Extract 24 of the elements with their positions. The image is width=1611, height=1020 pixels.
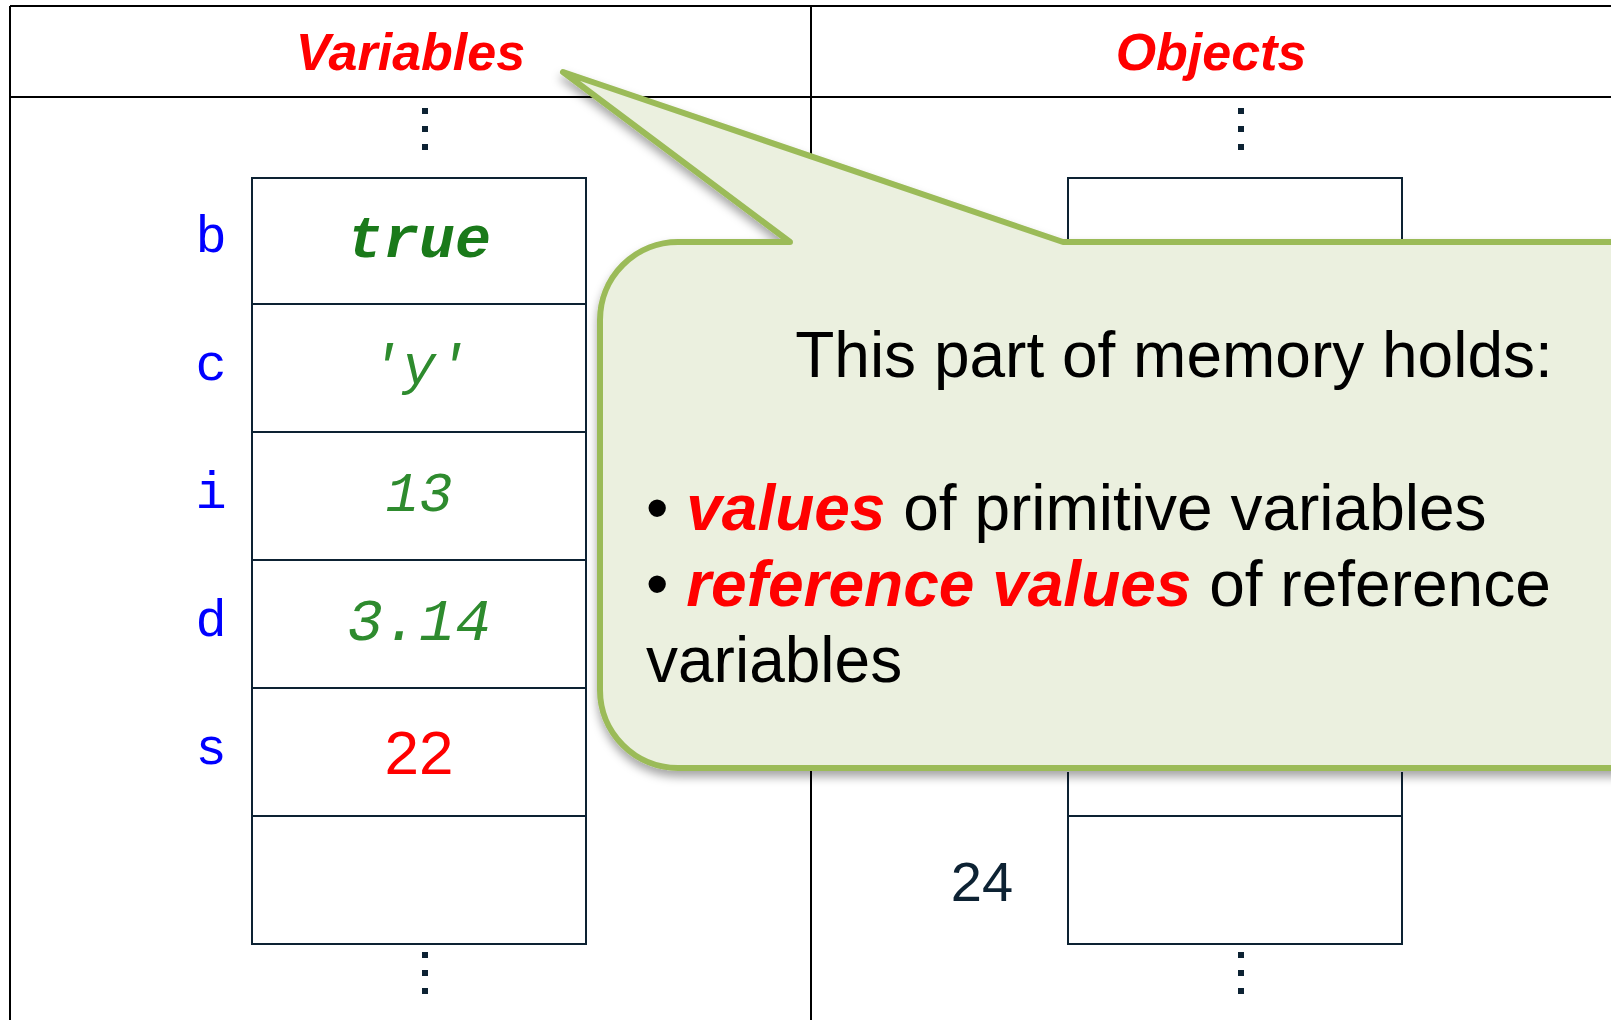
bullet-item: • reference values of reference variables (646, 547, 1552, 698)
empty-memory-cell (251, 817, 587, 945)
cell-value: 3.14 (347, 590, 491, 658)
variable-name: i (194, 465, 228, 524)
header-label: Variables (295, 21, 526, 82)
memory-address: 24 (949, 849, 1015, 914)
memory-cell (251, 305, 587, 433)
memory-cell (251, 561, 587, 689)
cell-value: 22 (384, 716, 454, 788)
memory-cell (251, 689, 587, 817)
memory-cell (251, 177, 587, 305)
cell-value: 13 (385, 464, 453, 528)
bullet-item: • values of primitive variables (646, 471, 1488, 546)
variable-name: s (194, 721, 228, 780)
memory-cell (251, 433, 587, 561)
variable-name: b (194, 209, 228, 268)
empty-memory-cell (1067, 177, 1403, 239)
empty-memory-cell (1067, 772, 1403, 817)
header-label: Objects (1115, 21, 1307, 82)
variable-name: d (194, 593, 228, 652)
cell-value: true (347, 207, 491, 275)
variable-name: c (194, 337, 228, 396)
cell-value: 'y' (368, 336, 470, 400)
empty-memory-cell (1067, 817, 1403, 945)
